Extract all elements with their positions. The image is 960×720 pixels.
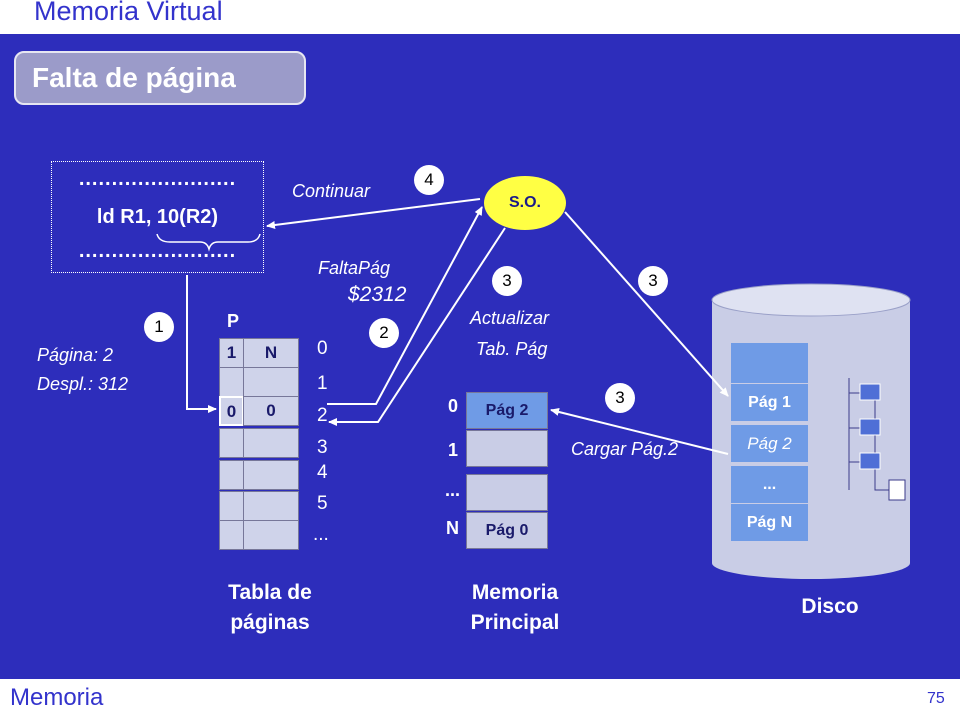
- page-table-frame: [243, 520, 299, 550]
- arrow-step-3-load: [550, 408, 729, 455]
- step-1-badge: 1: [144, 312, 174, 342]
- page-table-caption-line1: Tabla de: [228, 581, 312, 604]
- arrow-step-3-update: [328, 227, 506, 426]
- disk-page-slot: Pág N: [731, 503, 808, 541]
- page-table-index: 3: [317, 437, 328, 458]
- page-number-label: Página: 2: [37, 345, 114, 365]
- disk-bottom: [712, 547, 910, 579]
- arrow-step-3-disk: [564, 211, 729, 397]
- main-memory-caption: Memoria Principal: [440, 578, 590, 638]
- code-dots-top: ........................: [78, 168, 237, 190]
- page-table-index: 1: [317, 373, 328, 394]
- disk-top: [711, 283, 911, 317]
- folder-tree-icon: [848, 378, 890, 491]
- memory-frame: Pág 0: [466, 512, 548, 549]
- page-table-caption-line2: páginas: [230, 611, 310, 634]
- page-table-index: 0: [317, 338, 328, 359]
- offset-brace: [156, 233, 261, 252]
- memory-index: ...: [445, 480, 461, 500]
- arrow-step-1: [186, 275, 217, 413]
- os-bubble: S.O.: [484, 176, 566, 230]
- disk-caption: Disco: [801, 595, 859, 618]
- step-3-badge-update: 3: [492, 266, 522, 296]
- step-3-badge-disk: 3: [638, 266, 668, 296]
- page-table-frame: 0: [243, 396, 299, 426]
- update-table-label-line2: Tab. Pág: [476, 339, 548, 359]
- page-table-index: 5: [317, 493, 328, 514]
- memory-frame: [466, 430, 548, 467]
- main-memory-caption-line2: Principal: [470, 611, 560, 634]
- memory-index: 1: [448, 440, 459, 460]
- disk-page-slot: ...: [731, 465, 808, 503]
- folder-icon: [859, 452, 881, 470]
- disk-page-slot: Pág 1: [731, 383, 808, 421]
- step-3-badge-load: 3: [605, 383, 635, 413]
- page-table-index: 2: [317, 405, 328, 426]
- main-memory-caption-line1: Memoria: [471, 581, 559, 604]
- step-4-badge: 4: [414, 165, 444, 195]
- page-table-present-bit: 1: [219, 338, 244, 368]
- code-dots-bottom: ........................: [78, 240, 237, 262]
- disk-page-slot: Pág 2: [731, 424, 808, 462]
- file-icon: [888, 479, 906, 501]
- memory-frame: [466, 474, 548, 511]
- load-page-label: Cargar Pág.2: [571, 439, 679, 459]
- code-instruction: ld R1, 10(R2): [96, 206, 219, 228]
- memory-index: N: [446, 518, 459, 538]
- page-table-frame: [243, 491, 299, 521]
- disk-page-slot: [731, 342, 808, 383]
- page-fault-label: FaltaPág: [318, 258, 391, 278]
- slide-subtitle: Falta de página: [14, 51, 306, 105]
- page-table-caption: Tabla de páginas: [205, 578, 335, 638]
- page-table-frame: [243, 428, 299, 458]
- arrow-step-2: [327, 206, 483, 405]
- page-table-p-header: P: [227, 311, 240, 331]
- fault-address-label: $2312: [348, 283, 407, 306]
- offset-label: Despl.: 312: [37, 374, 129, 394]
- folder-icon: [859, 418, 881, 436]
- memory-frame: Pág 2: [466, 392, 548, 429]
- page-table-index: ...: [313, 524, 329, 545]
- folder-icon: [859, 383, 881, 401]
- footer-section: Memoria: [10, 684, 104, 711]
- arrow-step-4: [266, 198, 481, 229]
- footer-page-number: 75: [927, 690, 945, 707]
- page-table-frame: N: [243, 338, 299, 368]
- memory-index: 0: [448, 396, 459, 416]
- slide-header-title: Memoria Virtual: [34, 0, 223, 26]
- page-table-index: 4: [317, 462, 328, 483]
- update-table-label-line1: Actualizar: [470, 308, 550, 328]
- step-2-badge: 2: [369, 318, 399, 348]
- page-table-present-bit: 0: [219, 396, 244, 426]
- continue-label: Continuar: [292, 181, 371, 201]
- page-table-present-bit: [219, 520, 244, 550]
- code-box: ........................ ld R1, 10(R2) .…: [51, 161, 264, 273]
- page-table-frame: [243, 460, 299, 490]
